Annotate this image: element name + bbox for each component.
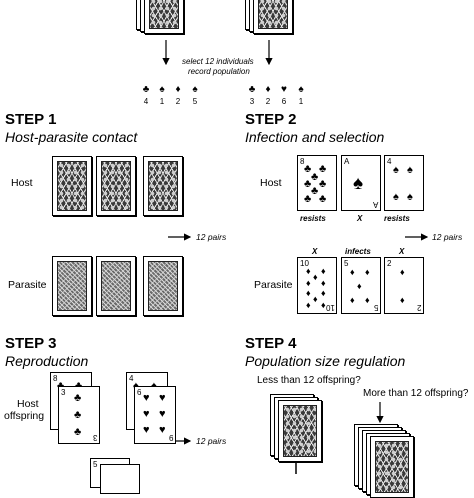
parasite-card-back — [52, 256, 92, 316]
step2-parasite-label: Parasite — [254, 279, 293, 291]
step3-subtitle: Reproduction — [5, 353, 89, 369]
parasite-card-back — [96, 256, 136, 316]
spade-icon: ♠ — [298, 84, 304, 95]
club-icon: ♣ — [142, 84, 150, 95]
diamond-icon: ♦ — [175, 84, 181, 95]
host-count-value: 4 — [143, 97, 149, 106]
spade-icon: ♠ — [159, 84, 165, 95]
heart-icon: ♥ — [281, 84, 287, 95]
host-card-back — [52, 156, 92, 216]
step1-host-label: Host — [11, 177, 33, 189]
host-outcome-resists: resists — [300, 214, 326, 223]
step2-pairs: 12 pairs — [432, 232, 463, 242]
parasite-card-back — [143, 256, 183, 316]
host-card-ace-spades: A ♠ A — [341, 155, 381, 211]
parasite-card-10-diamonds: 10 ♦♦ ♦ ♦♦ ♦♦ ♦ ♦♦ 10 — [297, 257, 337, 314]
offspring-card-3-clubs: 3 ♣ ♣ ♣ 3 — [58, 386, 100, 444]
parasite-count-value: 6 — [281, 97, 287, 106]
step2-host-label: Host — [260, 177, 282, 189]
step3-pairs: 12 pairs — [196, 436, 227, 446]
step3-host-label-line2: offspring — [4, 410, 45, 422]
host-count-value: 1 — [159, 97, 165, 106]
offspring-card-6-hearts: 6 ♥♥ ♥♥ ♥♥ 9 — [134, 386, 176, 444]
step4-subtitle: Population size regulation — [245, 353, 406, 369]
step1-parasite-label: Parasite — [8, 279, 47, 291]
offspring-card-partial — [100, 464, 140, 494]
step1-title: STEP 1 — [5, 111, 57, 128]
step4-less-question: Less than 12 offspring? — [257, 375, 361, 386]
parasite-card-5-diamonds: 5 ♦♦ ♦ ♦♦ 5 — [341, 257, 381, 314]
host-count-value: 5 — [192, 97, 198, 106]
step1-pairs: 12 pairs — [196, 232, 227, 242]
step2-subtitle: Infection and selection — [245, 129, 385, 145]
step2-title: STEP 2 — [245, 111, 297, 128]
club-icon: ♣ — [248, 84, 256, 95]
step3-title: STEP 3 — [5, 335, 57, 352]
parasite-count-value: 3 — [249, 97, 255, 106]
diamond-icon: ♦ — [265, 84, 271, 95]
host-outcome-resists: resists — [384, 214, 410, 223]
step3-host-label-line1: Host — [17, 398, 39, 410]
parasite-card-2-diamonds: 2 ♦ ♦ 2 — [384, 257, 424, 314]
host-card-8-clubs: 8 ♣♣ ♣ ♣♣ ♣ ♣♣ — [297, 155, 337, 211]
host-card-back — [96, 156, 136, 216]
step4-title: STEP 4 — [245, 335, 297, 352]
step4-more-question: More than 12 offspring? — [363, 388, 469, 399]
host-card-4-spades: 4 ♠♠ ♠♠ — [384, 155, 424, 211]
parasite-count-value: 2 — [265, 97, 271, 106]
parasite-count-value: 1 — [298, 97, 304, 106]
step1-subtitle: Host-parasite contact — [5, 129, 138, 145]
parasite-outcome-x: X — [312, 247, 318, 256]
spade-icon: ♠ — [192, 84, 198, 95]
host-card-back — [143, 156, 183, 216]
parasite-outcome-x: X — [399, 247, 405, 256]
select-note-line2: record population — [188, 67, 250, 76]
select-note-line1: select 12 individuals — [182, 57, 254, 66]
host-count-value: 2 — [175, 97, 181, 106]
parasite-outcome-infects: infects — [345, 247, 371, 256]
host-outcome-x: X — [357, 214, 363, 223]
